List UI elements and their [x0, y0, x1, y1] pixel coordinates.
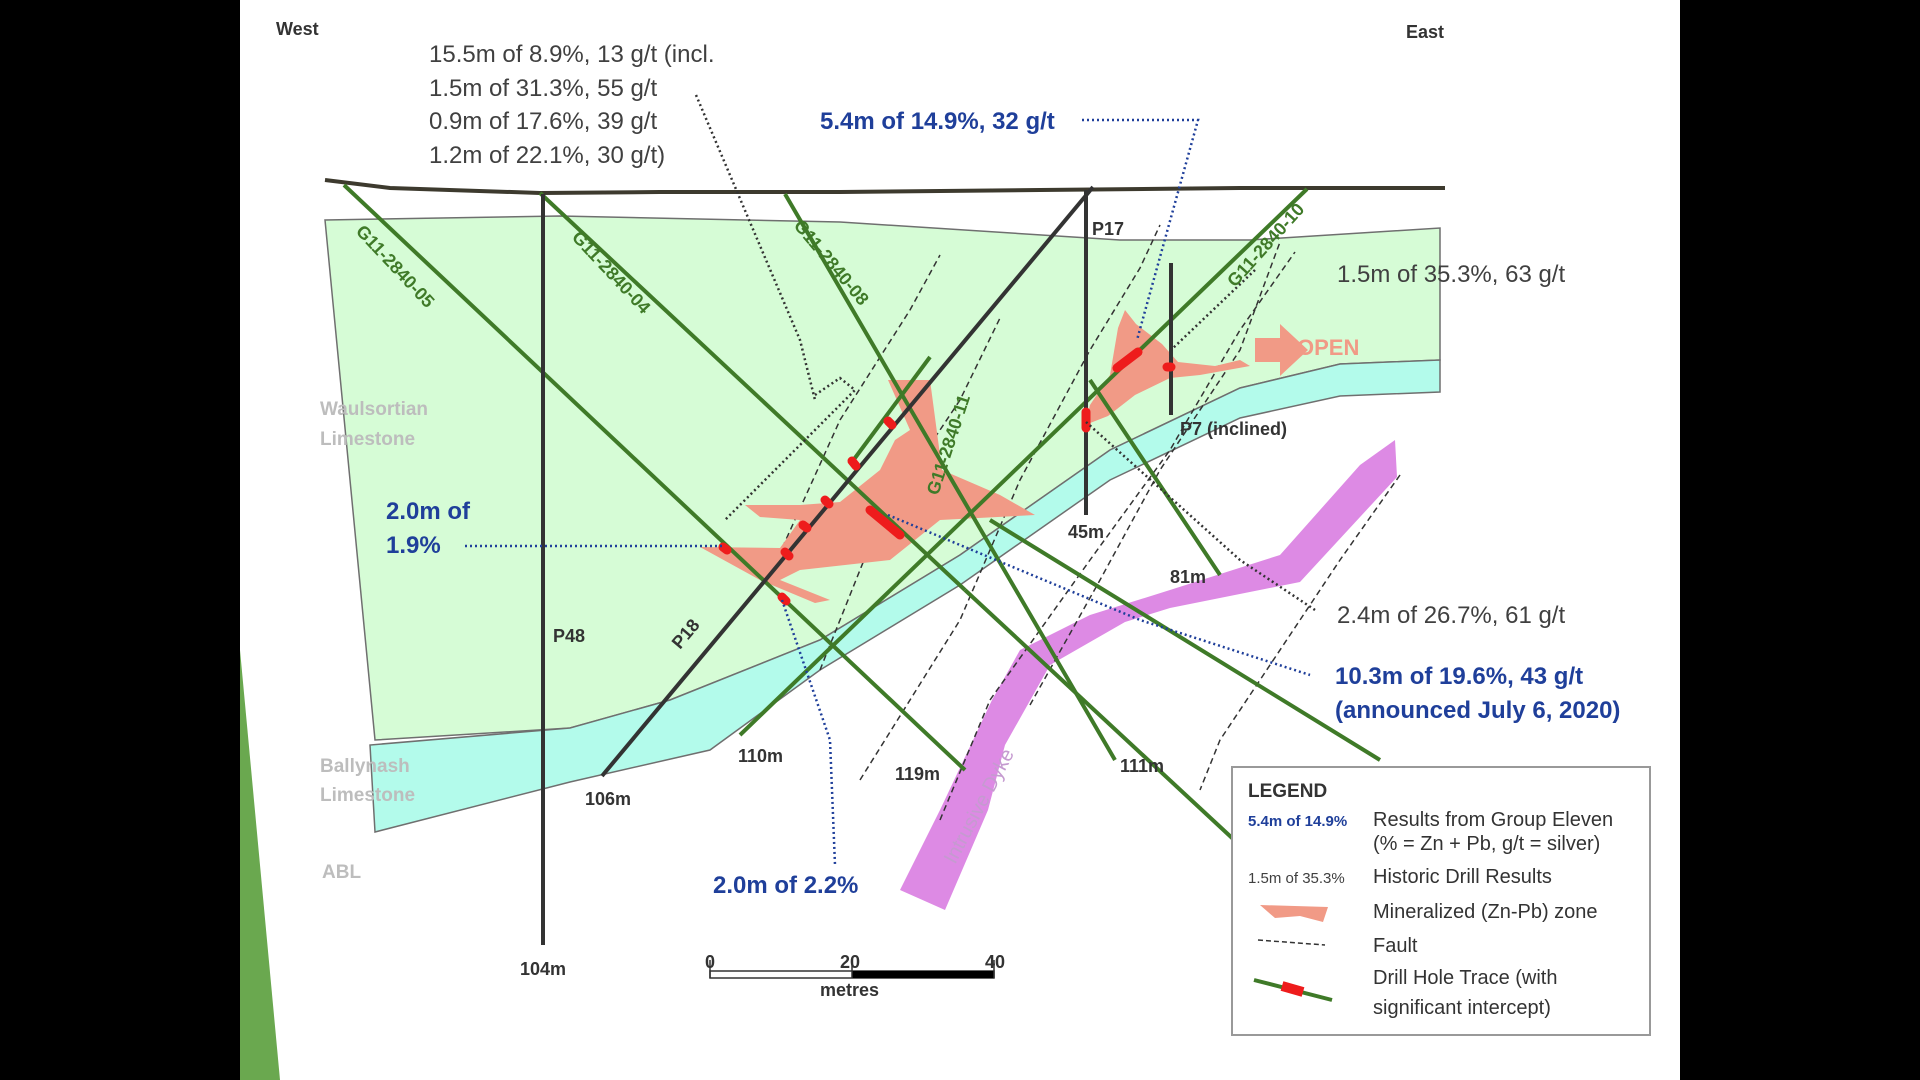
cross-section-diagram: West East Waulsortian Limestone Ballynas… [240, 19, 1651, 1080]
legend-intercept-swatch [1280, 981, 1305, 997]
hole-depth-g11-2840-10: 81m [1170, 567, 1206, 587]
intercept-marker [718, 542, 732, 555]
legend-drill-line-1: Drill Hole Trace (with [1373, 967, 1557, 989]
result-bottom-ge: 2.0m of 2.2% [713, 872, 858, 899]
intercept-marker [865, 505, 905, 540]
hole-depth-g11-2840-04: 119m [895, 764, 940, 784]
open-arrow [1255, 324, 1308, 376]
result-right-hist-bottom: 2.4m of 26.7%, 61 g/t [1337, 602, 1565, 629]
fault-line [1029, 241, 1281, 706]
drill-hole-g11-2840-04-deep [988, 518, 1382, 762]
drill-hole-g11-2840-08-deep [1088, 378, 1222, 577]
intrusive-dyke [900, 440, 1397, 910]
ballynash-label-2: Limestone [320, 785, 415, 806]
scale-tick-0: 0 [705, 952, 715, 972]
hole-label-p48: P48 [553, 626, 585, 646]
fault-line [1199, 474, 1401, 791]
result-top-left-3: 0.9m of 17.6%, 39 g/t [429, 108, 657, 135]
legend-title: LEGEND [1248, 781, 1327, 802]
drill-hole-g11-2840-05-deep [963, 588, 1247, 852]
fault-line [769, 254, 941, 576]
result-right-hist-top: 1.5m of 35.3%, 63 g/t [1337, 261, 1565, 288]
legend-historic-label: Historic Drill Results [1373, 866, 1552, 888]
result-left-ge-1: 2.0m of [386, 498, 471, 525]
result-top-left-1: 15.5m of 8.9%, 13 g/t (incl. [429, 41, 714, 68]
legend-drill-line-2: significant intercept) [1373, 997, 1551, 1019]
scale-tick-20: 20 [840, 952, 860, 972]
hole-depth-p18: 106m [585, 789, 631, 809]
scale-bar: 0 20 40 metres [705, 952, 1005, 1000]
historic-leaders [694, 94, 1316, 612]
leader-line [780, 599, 837, 866]
ballynash-limestone-zone [369, 359, 1441, 833]
hole-label-p7: P7 (inclined) [1180, 419, 1287, 439]
side-accent-bar [240, 650, 280, 1080]
scale-unit: metres [820, 980, 879, 1000]
legend-mineral-swatch [1260, 905, 1328, 922]
intercept-marker [820, 495, 834, 509]
result-top-left-4: 1.2m of 22.1%, 30 g/t) [429, 142, 665, 169]
drill-hole-p18 [600, 185, 1095, 778]
legend-mineral-label: Mineralized (Zn-Pb) zone [1373, 901, 1598, 923]
intercept-marker [798, 520, 812, 533]
legend-fault-label: Fault [1373, 935, 1418, 957]
intercepts [718, 347, 1176, 606]
fault-line [939, 251, 1296, 821]
leader-line [887, 513, 1311, 677]
result-top-left-2: 1.5m of 31.3%, 55 g/t [429, 75, 657, 102]
intercept-marker [883, 416, 897, 430]
leader-line [1170, 269, 1256, 351]
faults [769, 224, 1401, 821]
waulsortian-label-2: Limestone [320, 429, 415, 450]
legend-ge-line-1: Results from Group Eleven [1373, 809, 1613, 831]
drill-hole-g11-2840-05 [342, 183, 967, 772]
legend: LEGEND 5.4m of 14.9% Results from Group … [1231, 766, 1651, 1036]
open-label: OPEN [1297, 335, 1359, 360]
waulsortian-label-1: Waulsortian [320, 399, 428, 420]
hole-depth-g11-2840-08: 111m [1120, 756, 1164, 776]
fault-line [859, 224, 1161, 781]
intercept-marker [847, 456, 861, 471]
drill-hole-g11-2840-11 [850, 355, 932, 464]
historic-drill-holes [541, 185, 1173, 945]
legend-key-historic: 1.5m of 35.3% [1248, 870, 1345, 887]
legend-fault-swatch [1257, 939, 1326, 946]
intercept-marker [1112, 347, 1143, 373]
result-right-ge-1: 10.3m of 19.6%, 43 g/t [1335, 663, 1583, 690]
result-right-ge-2: (announced July 6, 2020) [1335, 697, 1620, 724]
scale-tick-40: 40 [985, 952, 1005, 972]
leader-line [724, 376, 857, 521]
east-label: East [1406, 22, 1444, 42]
legend-ge-line-2: (% = Zn + Pb, g/t = silver) [1373, 833, 1600, 855]
leader-line [1085, 421, 1316, 612]
intercept-marker [780, 547, 794, 561]
drill-hole-g11-2840-08 [783, 192, 1117, 762]
hole-depth-p48: 104m [520, 959, 566, 979]
intercept-marker [777, 592, 791, 606]
leader-line [694, 94, 817, 401]
hole-depth-g11-2840-05: 110m [738, 746, 783, 766]
drill-hole-g11-2840-10 [738, 187, 1309, 737]
west-label: West [276, 19, 319, 39]
result-top-ge: 5.4m of 14.9%, 32 g/t [820, 108, 1055, 135]
legend-key-ge: 5.4m of 14.9% [1248, 813, 1347, 830]
slide: West East Waulsortian Limestone Ballynas… [240, 0, 1680, 1080]
mineralized-zone [700, 380, 1035, 603]
ground-surface [324, 178, 1445, 196]
ge-drill-holes [342, 183, 1382, 852]
hole-depth-p17: 45m [1068, 522, 1104, 542]
ge-leaders [465, 118, 1311, 866]
abl-label: ABL [322, 862, 361, 883]
drill-hole-g11-2840-04 [538, 191, 967, 592]
hole-label-p17: P17 [1092, 219, 1124, 239]
result-left-ge-2: 1.9% [386, 532, 441, 559]
leader-line [1082, 118, 1200, 341]
ballynash-label-1: Ballynash [320, 756, 410, 777]
